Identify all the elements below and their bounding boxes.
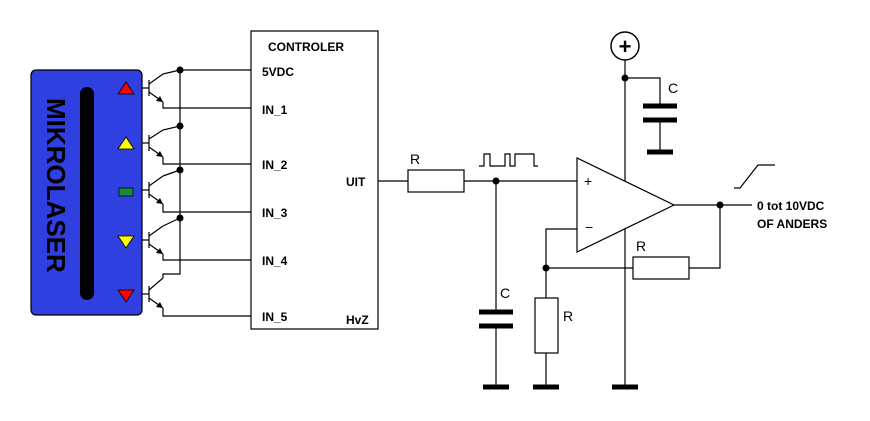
- transistor-5: [142, 218, 251, 317]
- controller-output-pin: UIT: [346, 175, 366, 189]
- resistor-input-label: R: [410, 151, 420, 167]
- mikrolaser-slot: [80, 87, 94, 300]
- transistor-1: [142, 69, 251, 109]
- resistor-input: [407, 169, 465, 193]
- output-label-line2: OF ANDERS: [757, 217, 827, 231]
- rc-filter: R C: [378, 151, 577, 390]
- op-amp-plus-label: +: [584, 173, 592, 189]
- mikrolaser-label: MIKROLASER: [41, 98, 71, 273]
- controller-input-5: IN_5: [262, 310, 288, 324]
- controller-signature: HvZ: [346, 313, 369, 327]
- controller-title: CONTROLER: [268, 40, 344, 54]
- resistor-ground: [534, 297, 559, 354]
- indicator-4-down-icon: [117, 235, 135, 249]
- mikrolaser-module: MIKROLASER: [30, 69, 143, 316]
- transistor-3: [142, 169, 251, 213]
- output-label-line1: 0 tot 10VDC: [757, 199, 825, 213]
- transistor-2: [142, 125, 251, 165]
- capacitor-filter-label: C: [500, 285, 510, 301]
- indicator-5-down-icon: [117, 289, 135, 303]
- resistor-ground-label: R: [563, 308, 573, 324]
- supply-plus-label: +: [619, 34, 632, 59]
- controller-box: CONTROLER 5VDC IN_1 IN_2 IN_3 IN_4 IN_5 …: [250, 30, 379, 330]
- junction-dot: [716, 201, 724, 209]
- controller-power-pin: 5VDC: [262, 65, 294, 79]
- resistor-feedback-label: R: [636, 238, 646, 254]
- controller-input-2: IN_2: [262, 158, 288, 172]
- op-amp-minus-label: −: [585, 219, 593, 235]
- controller-input-4: IN_4: [262, 254, 288, 268]
- indicator-2-up-icon: [117, 136, 135, 150]
- transistor-4: [142, 217, 251, 261]
- controller-input-3: IN_3: [262, 206, 288, 220]
- capacitor-decoupling-label: C: [668, 80, 678, 96]
- indicator-3-rect-icon: [118, 187, 134, 197]
- op-amp: + − R R 0 tot 10VDC OF ANDERS + C: [533, 31, 827, 390]
- transistor-array: [142, 66, 251, 317]
- pwm-signal-icon: [479, 153, 538, 167]
- indicator-1-up-icon: [117, 81, 135, 95]
- controller-input-1: IN_1: [262, 103, 288, 117]
- ramp-signal-icon: [734, 164, 775, 189]
- resistor-feedback: [632, 256, 690, 280]
